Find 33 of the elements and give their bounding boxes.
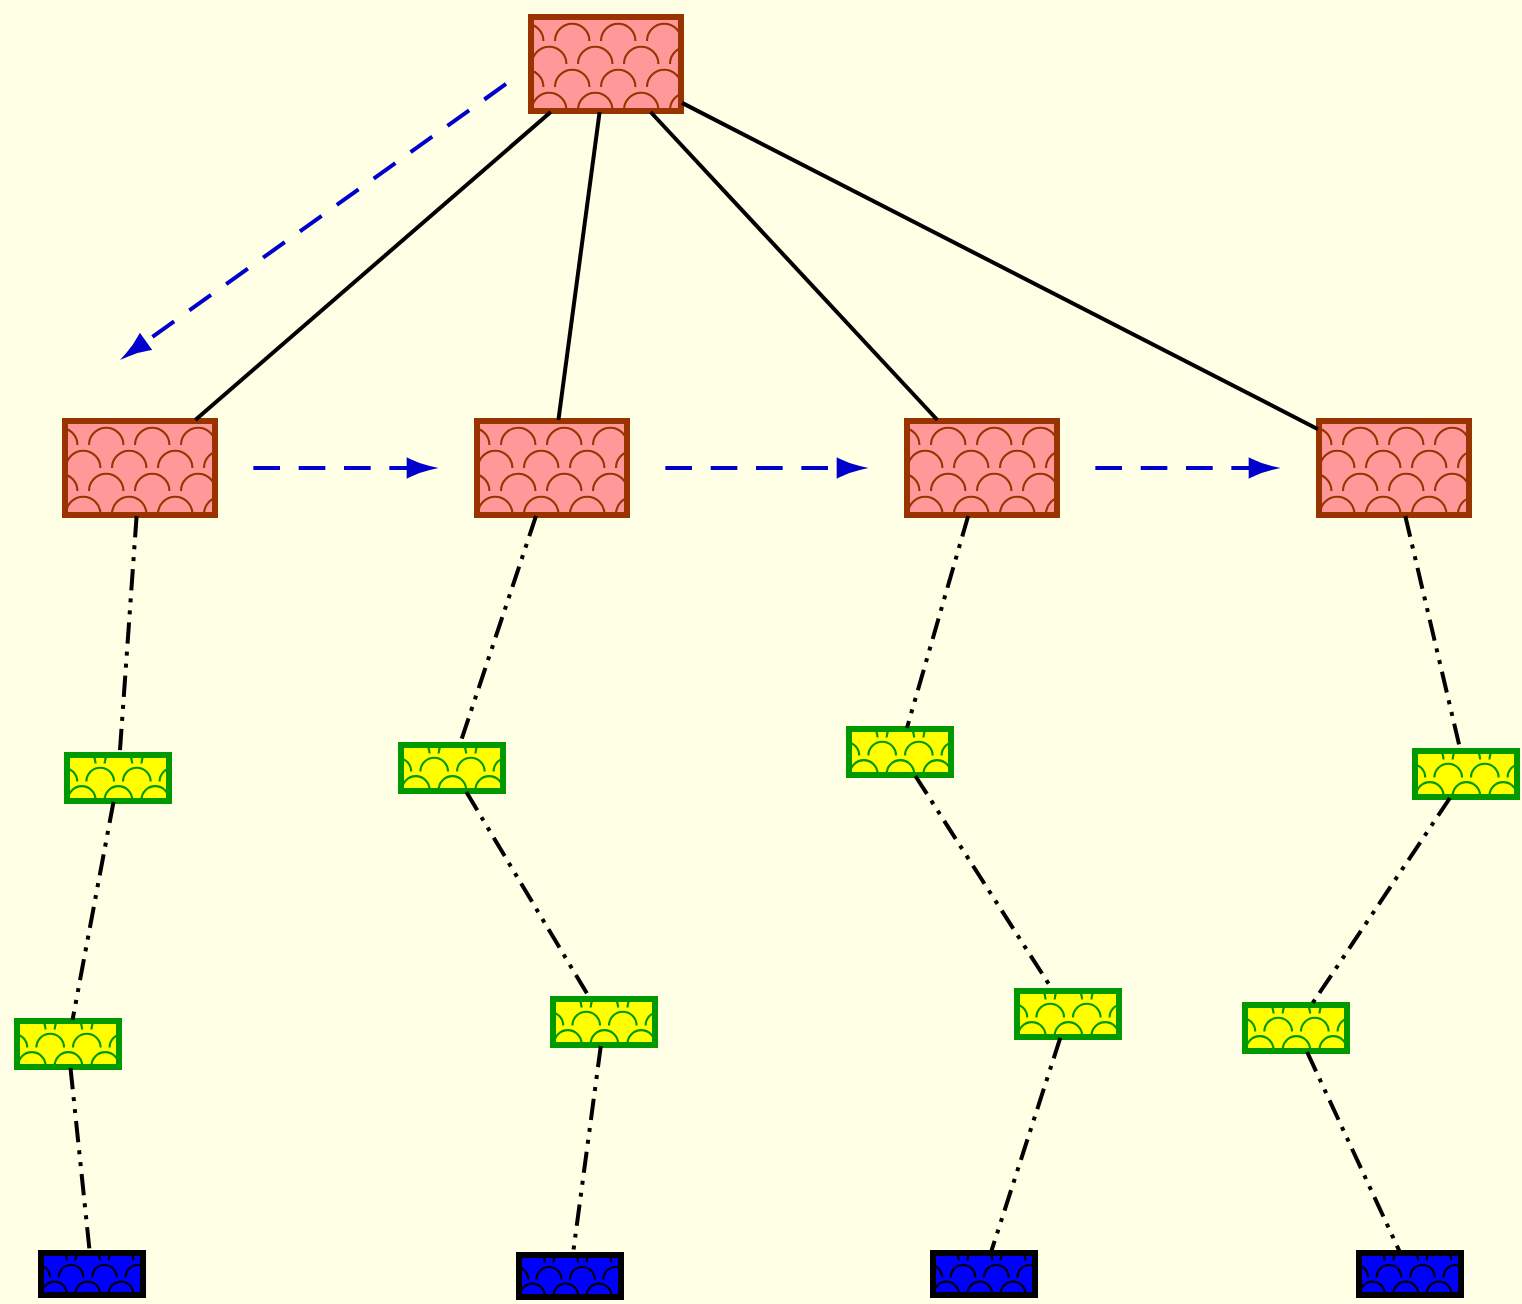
connector-line: [464, 790, 592, 999]
scale-pattern-box: [14, 1018, 122, 1070]
scale-pattern-box: [474, 418, 630, 518]
scale-pattern-box: [1356, 1250, 1464, 1298]
scale-pattern-box: [1316, 418, 1472, 518]
scale-pattern-box: [64, 752, 172, 804]
connector-line: [117, 515, 139, 755]
scale-pattern-box: [516, 1252, 624, 1300]
connector-line: [649, 110, 939, 422]
connector-line: [1310, 796, 1452, 1006]
connector-line: [1305, 1051, 1402, 1253]
scale-pattern-box: [1412, 748, 1520, 800]
arrow: [125, 82, 508, 357]
connector-line: [1403, 515, 1463, 751]
scale-pattern-box: [398, 742, 506, 794]
connector-line: [570, 1045, 603, 1255]
scale-pattern-box: [930, 1250, 1038, 1298]
scale-pattern-box: [904, 418, 1060, 518]
scale-pattern-box: [550, 996, 658, 1048]
scale-pattern-box: [846, 726, 954, 778]
scale-pattern-box: [1242, 1002, 1350, 1054]
scale-pattern-box: [1014, 988, 1122, 1040]
connector-line: [458, 515, 538, 745]
connector-line: [989, 1037, 1063, 1253]
scale-pattern-box: [38, 1250, 146, 1298]
scale-pattern-box: [528, 14, 684, 114]
connector-line: [68, 1067, 92, 1253]
connector-line: [556, 111, 602, 421]
scale-pattern-box: [62, 418, 218, 518]
connector-line: [70, 801, 116, 1021]
connector-line: [681, 101, 1319, 431]
connector-line: [194, 110, 553, 422]
connector-line: [905, 515, 971, 729]
